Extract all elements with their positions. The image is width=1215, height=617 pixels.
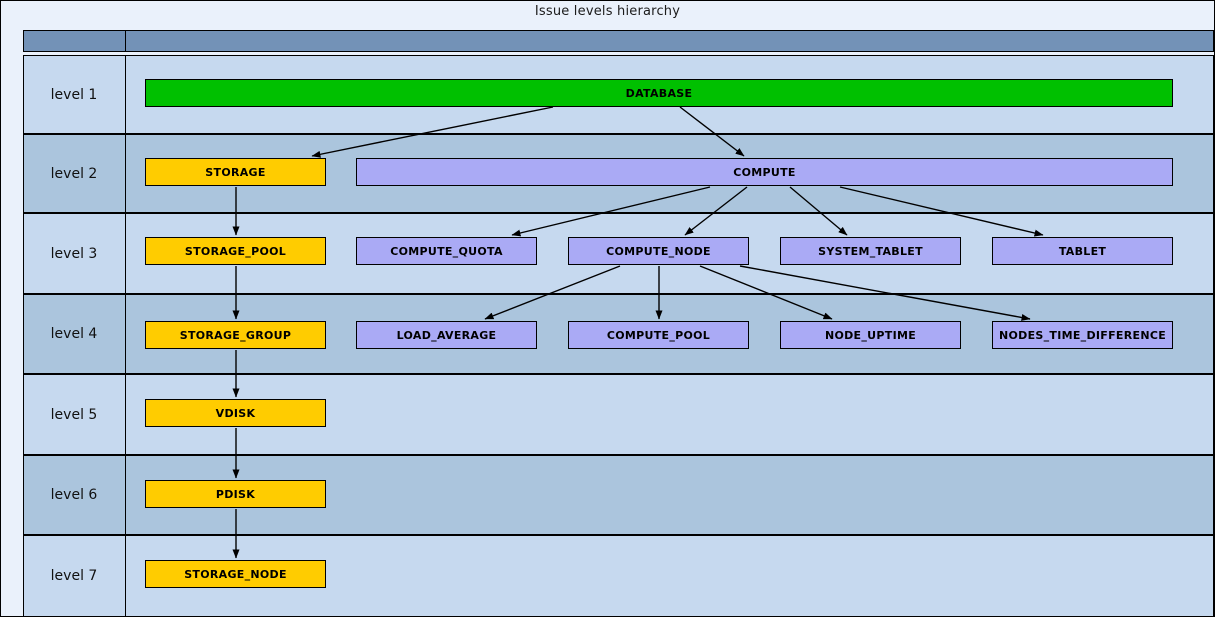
level-row-divider-6 bbox=[125, 455, 126, 535]
node-node-uptime[interactable]: NODE_UPTIME bbox=[780, 321, 961, 349]
node-vdisk[interactable]: VDISK bbox=[145, 399, 326, 427]
node-compute-pool[interactable]: COMPUTE_POOL bbox=[568, 321, 749, 349]
level-label-2: level 2 bbox=[50, 165, 98, 182]
level-label-7: level 7 bbox=[50, 568, 98, 584]
node-compute-node[interactable]: COMPUTE_NODE bbox=[568, 237, 749, 265]
level-label-1: level 1 bbox=[50, 86, 98, 103]
node-pdisk[interactable]: PDISK bbox=[145, 480, 326, 508]
level-label-3: level 3 bbox=[50, 245, 98, 262]
node-storage-pool[interactable]: STORAGE_POOL bbox=[145, 237, 326, 265]
node-database[interactable]: DATABASE bbox=[145, 79, 1173, 107]
node-nodes-time-difference[interactable]: NODES_TIME_DIFFERENCE bbox=[992, 321, 1173, 349]
level-row-divider-5 bbox=[125, 374, 126, 455]
level-row-divider-2 bbox=[125, 134, 126, 213]
header-band bbox=[23, 30, 1214, 52]
level-label-5: level 5 bbox=[50, 406, 98, 423]
node-compute[interactable]: COMPUTE bbox=[356, 158, 1173, 186]
header-band-divider bbox=[125, 30, 126, 52]
node-storage-node[interactable]: STORAGE_NODE bbox=[145, 560, 326, 588]
level-label-6: level 6 bbox=[50, 487, 98, 503]
level-row-divider-7 bbox=[125, 535, 126, 617]
level-row-divider-1 bbox=[125, 55, 126, 134]
node-load-average[interactable]: LOAD_AVERAGE bbox=[356, 321, 537, 349]
node-storage-group[interactable]: STORAGE_GROUP bbox=[145, 321, 326, 349]
level-row-divider-3 bbox=[125, 213, 126, 294]
page-title: Issue levels hierarchy bbox=[534, 4, 681, 19]
level-label-4: level 4 bbox=[50, 326, 98, 342]
node-compute-quota[interactable]: COMPUTE_QUOTA bbox=[356, 237, 537, 265]
level-row-divider-4 bbox=[125, 294, 126, 374]
node-storage[interactable]: STORAGE bbox=[145, 158, 326, 186]
node-tablet[interactable]: TABLET bbox=[992, 237, 1173, 265]
node-system-tablet[interactable]: SYSTEM_TABLET bbox=[780, 237, 961, 265]
